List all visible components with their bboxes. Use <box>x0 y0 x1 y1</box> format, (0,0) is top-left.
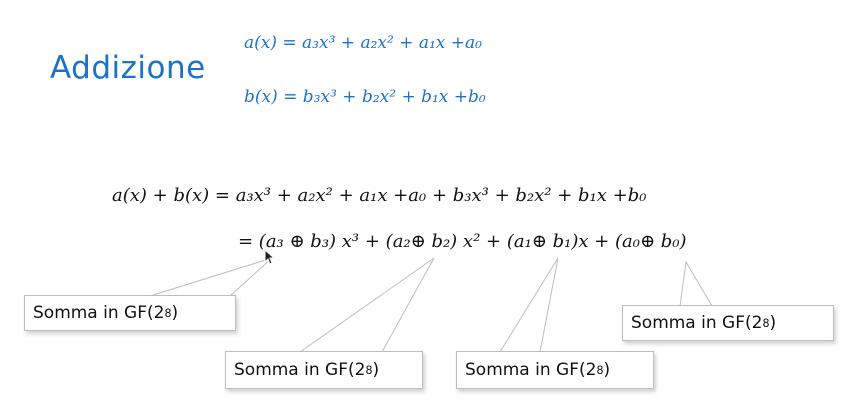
callout-label: Somma in GF(2 <box>465 360 597 380</box>
mouse-pointer-icon <box>264 249 276 265</box>
polynomial-a-definition: a(x) = a₃x³ + a₂x² + a₁x +a₀ <box>244 33 482 53</box>
sum-equation-line-1: a(x) + b(x) = a₃x³ + a₂x² + a₁x +a₀ + b₃… <box>112 185 647 206</box>
callout-label: Somma in GF(2 <box>234 360 366 380</box>
sum-equation-line-2: = (a₃ ⊕ b₃) x³ + (a₂⊕ b₂) x² + (a₁⊕ b₁)x… <box>238 231 687 252</box>
callout-label: Somma in GF(2 <box>33 303 165 323</box>
slide-title: Addizione <box>50 50 206 86</box>
callout-label: Somma in GF(2 <box>631 313 763 333</box>
polynomial-b-definition: b(x) = b₃x³ + b₂x² + b₁x +b₀ <box>244 87 486 107</box>
